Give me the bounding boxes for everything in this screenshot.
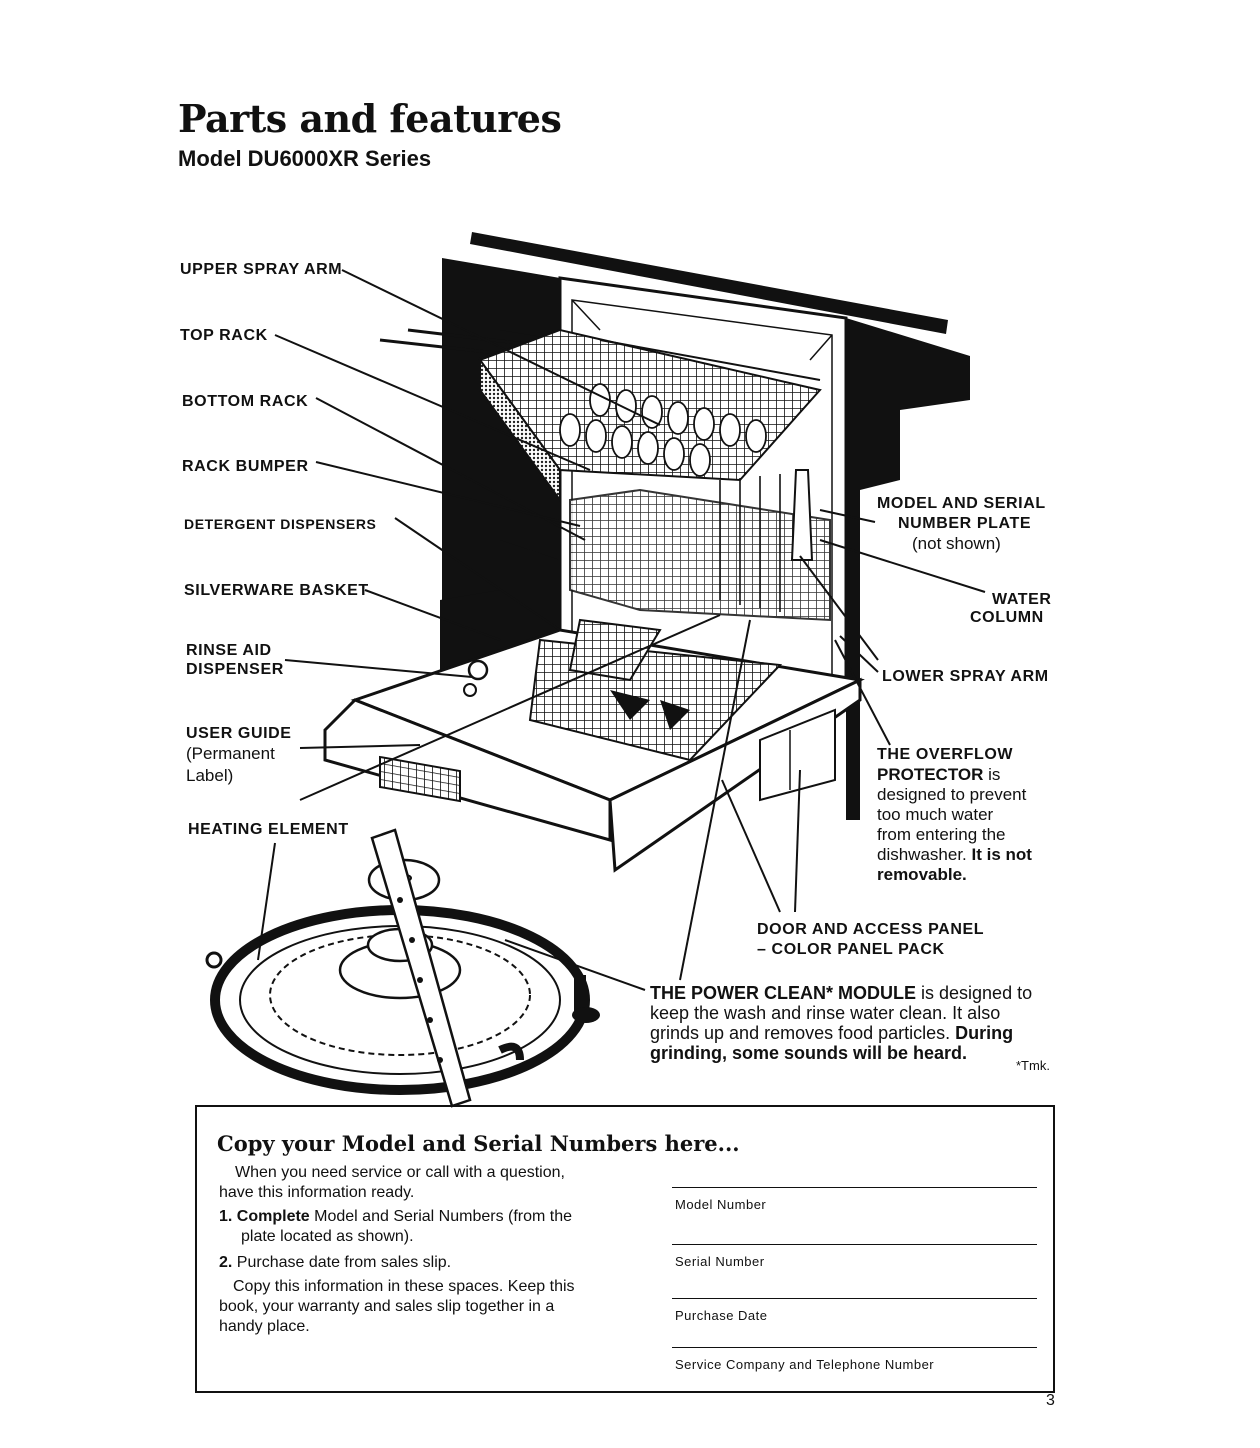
label-overflow-3: designed to prevent bbox=[877, 785, 1026, 805]
copy-step-2: 2. Purchase date from sales slip. bbox=[219, 1253, 451, 1272]
service-company-field[interactable] bbox=[672, 1347, 1037, 1348]
label-user-guide-3: Label) bbox=[186, 766, 233, 786]
label-rack-bumper: RACK BUMPER bbox=[182, 457, 309, 477]
label-model-serial-1: MODEL AND SERIAL bbox=[877, 494, 1046, 514]
page-number: 3 bbox=[1046, 1392, 1055, 1410]
serial-number-field[interactable] bbox=[672, 1244, 1037, 1245]
copy-outro-2: book, your warranty and sales slip toget… bbox=[219, 1297, 554, 1316]
purchase-date-field[interactable] bbox=[672, 1298, 1037, 1299]
label-model-serial-3: (not shown) bbox=[912, 534, 1001, 554]
copy-outro-1: Copy this information in these spaces. K… bbox=[233, 1277, 575, 1296]
power-clean-module bbox=[207, 830, 600, 1106]
label-overflow-1: THE OVERFLOW bbox=[877, 745, 1013, 765]
label-user-guide-1: USER GUIDE bbox=[186, 724, 292, 744]
model-serial-copy-box: Copy your Model and Serial Numbers here.… bbox=[195, 1105, 1055, 1393]
label-power-clean-3: grinds up and removes food particles. Du… bbox=[650, 1023, 1013, 1043]
label-power-clean-1: THE POWER CLEAN* MODULE is designed to bbox=[650, 983, 1032, 1003]
purchase-date-label: Purchase Date bbox=[675, 1308, 768, 1323]
label-overflow-5: from entering the bbox=[877, 825, 1006, 845]
label-overflow-4: too much water bbox=[877, 805, 993, 825]
label-power-clean-4: grinding, some sounds will be heard. bbox=[650, 1043, 967, 1063]
label-upper-spray-arm: UPPER SPRAY ARM bbox=[180, 260, 342, 280]
model-number-label: Model Number bbox=[675, 1197, 766, 1212]
label-top-rack: TOP RACK bbox=[180, 326, 268, 346]
copy-step-1: 1. Complete Model and Serial Numbers (fr… bbox=[219, 1207, 572, 1226]
copy-box-heading: Copy your Model and Serial Numbers here.… bbox=[217, 1131, 740, 1156]
label-user-guide-2: (Permanent bbox=[186, 744, 275, 764]
label-water-column-1: WATER bbox=[992, 590, 1052, 610]
trademark-note: *Tmk. bbox=[1016, 1056, 1050, 1076]
service-company-label: Service Company and Telephone Number bbox=[675, 1357, 934, 1372]
label-model-serial-2: NUMBER PLATE bbox=[898, 514, 1031, 534]
copy-intro-1: When you need service or call with a que… bbox=[235, 1163, 565, 1182]
label-heating-element: HEATING ELEMENT bbox=[188, 820, 349, 840]
label-overflow-2: PROTECTOR is bbox=[877, 765, 1000, 785]
label-door-panel-2: – COLOR PANEL PACK bbox=[757, 940, 945, 960]
serial-number-label: Serial Number bbox=[675, 1254, 765, 1269]
copy-intro-2: have this information ready. bbox=[219, 1183, 414, 1202]
model-number-field[interactable] bbox=[672, 1187, 1037, 1188]
label-overflow-7: removable. bbox=[877, 865, 967, 885]
label-power-clean-2: keep the wash and rinse water clean. It … bbox=[650, 1003, 1000, 1023]
label-bottom-rack: BOTTOM RACK bbox=[182, 392, 308, 412]
label-lower-spray-arm: LOWER SPRAY ARM bbox=[882, 667, 1049, 687]
label-door-panel-1: DOOR AND ACCESS PANEL bbox=[757, 920, 984, 940]
label-rinse-aid-2: DISPENSER bbox=[186, 660, 284, 680]
label-detergent-dispensers: DETERGENT DISPENSERS bbox=[184, 514, 376, 534]
label-silverware-basket: SILVERWARE BASKET bbox=[184, 581, 369, 601]
copy-step-1-cont: plate located as shown). bbox=[241, 1227, 414, 1246]
label-water-column-2: COLUMN bbox=[970, 608, 1044, 628]
label-overflow-6: dishwasher. It is not bbox=[877, 845, 1032, 865]
label-rinse-aid-1: RINSE AID bbox=[186, 641, 272, 661]
copy-outro-3: handy place. bbox=[219, 1317, 310, 1336]
